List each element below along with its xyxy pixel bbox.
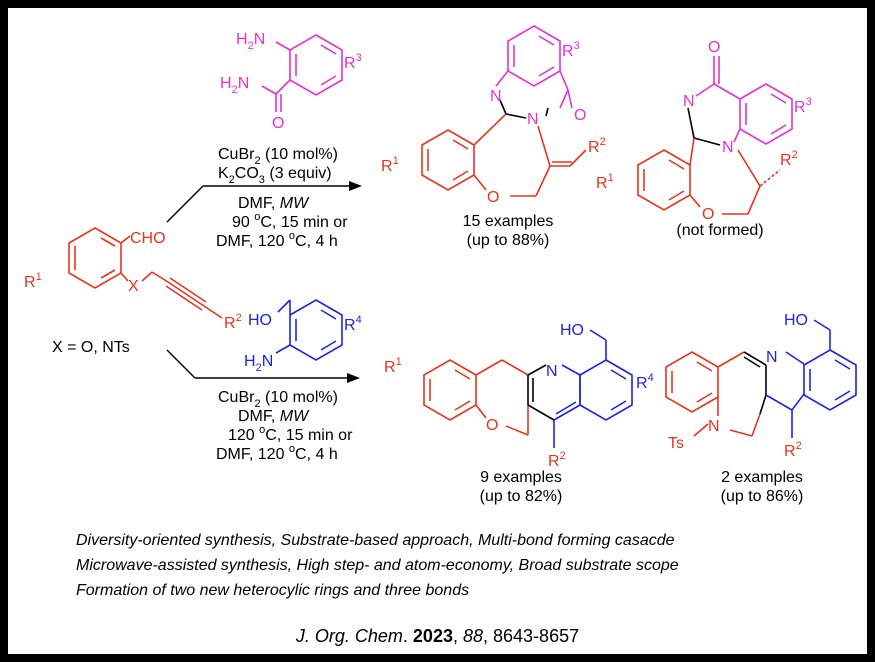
bottom-temperature: 120 oC, 15 min or xyxy=(228,424,353,444)
isomer-r3: R3 xyxy=(794,96,812,116)
bottom-product-ring-o: O xyxy=(486,417,498,434)
isomer-structure xyxy=(637,56,793,215)
bottom-arrow xyxy=(166,349,360,383)
start-r2-label: R2 xyxy=(224,312,242,332)
top-temperature: 90 oC, 15 min or xyxy=(232,211,348,231)
reagent-oxygen-label: O xyxy=(272,115,284,132)
top-solvent: DMF, MW xyxy=(238,195,310,212)
isomer-note: (not formed) xyxy=(676,222,763,239)
nts-product-r2: R2 xyxy=(784,440,802,460)
reagent-amine-label: H2N xyxy=(236,31,265,52)
nts-product-n: N xyxy=(766,349,778,366)
nts-product-ts: Ts xyxy=(668,435,684,452)
bottom-product-examples: 9 examples xyxy=(480,469,562,486)
bottom-product-hydroxyl: HO xyxy=(560,322,584,339)
top-arrow xyxy=(166,181,362,223)
start-material xyxy=(68,227,223,319)
feature-note-2: Microwave-assisted synthesis, High step-… xyxy=(76,557,679,574)
start-x-label: X xyxy=(128,278,139,295)
citation-year: 2023 xyxy=(412,626,453,646)
bottom-alt-condition: DMF, 120 oC, 4 h xyxy=(216,443,338,463)
reagent-amine-label-2: H2N xyxy=(244,353,273,374)
top-product-r3: R3 xyxy=(562,40,580,60)
reagent-amide-label: H2N xyxy=(220,75,249,96)
top-product xyxy=(421,25,587,197)
reagent-r4-label: R4 xyxy=(344,314,362,334)
nts-product-n2: N xyxy=(708,418,720,435)
anthranilamide-reagent xyxy=(261,34,343,112)
citation-pages: , 8643-8657 xyxy=(483,626,580,646)
top-product-examples: 15 examples xyxy=(463,213,554,230)
aminobenzyl-alcohol-reagent xyxy=(275,299,343,361)
top-catalyst: CuBr2 (10 mol%) xyxy=(218,146,338,167)
top-product-carbonyl: O xyxy=(574,107,586,124)
citation-comma: , xyxy=(452,626,463,646)
isomer-n1: N xyxy=(683,93,695,110)
top-product-ring-o: O xyxy=(487,189,499,206)
bottom-product-r2: R2 xyxy=(548,450,566,470)
isomer-r2: R2 xyxy=(780,149,798,169)
reagent-hydroxyl-label: HO xyxy=(248,312,272,329)
start-r1-label: R1 xyxy=(24,271,42,291)
bottom-catalyst: CuBr2 (10 mol%) xyxy=(218,389,338,410)
isomer-carbonyl: O xyxy=(708,39,720,56)
nts-product-yield: (up to 86%) xyxy=(721,488,804,505)
isomer-ring-o: O xyxy=(702,206,714,223)
top-product-n2: N xyxy=(527,111,539,128)
nts-product-hydroxyl: HO xyxy=(784,312,808,329)
top-product-yield: (up to 88%) xyxy=(467,232,550,249)
citation-volume: 88 xyxy=(462,626,484,646)
bottom-product-r1: R1 xyxy=(384,356,402,376)
top-product-r1: R1 xyxy=(381,155,399,175)
citation-journal: J. Org. Chem xyxy=(295,626,403,646)
top-alt-condition: DMF, 120 oC, 4 h xyxy=(216,230,338,250)
nts-product-examples: 2 examples xyxy=(721,469,803,486)
citation-separator: . xyxy=(402,626,413,646)
bottom-product-r4: R4 xyxy=(636,372,654,392)
top-product-n1: N xyxy=(490,88,502,105)
citation: J. Org. Chem. 2023, 88, 8643-8657 xyxy=(0,626,875,647)
top-product-r2: R2 xyxy=(588,136,606,156)
bottom-product-yield: (up to 82%) xyxy=(480,488,563,505)
nts-product xyxy=(665,319,857,438)
isomer-r1: R1 xyxy=(596,172,614,192)
bottom-solvent: DMF, MW xyxy=(238,408,310,425)
feature-note-1: Diversity-oriented synthesis, Substrate-… xyxy=(76,532,675,549)
top-base: K2CO3 (3 equiv) xyxy=(218,165,332,186)
aldehyde-label: CHO xyxy=(130,230,166,247)
isomer-n2: N xyxy=(722,139,734,156)
reagent-r3-label: R3 xyxy=(344,52,362,72)
bottom-product-n: N xyxy=(546,363,558,380)
feature-note-3: Formation of two new heterocylic rings a… xyxy=(76,582,470,599)
x-definition: X = O, NTs xyxy=(52,339,130,356)
bottom-product xyxy=(423,329,633,448)
